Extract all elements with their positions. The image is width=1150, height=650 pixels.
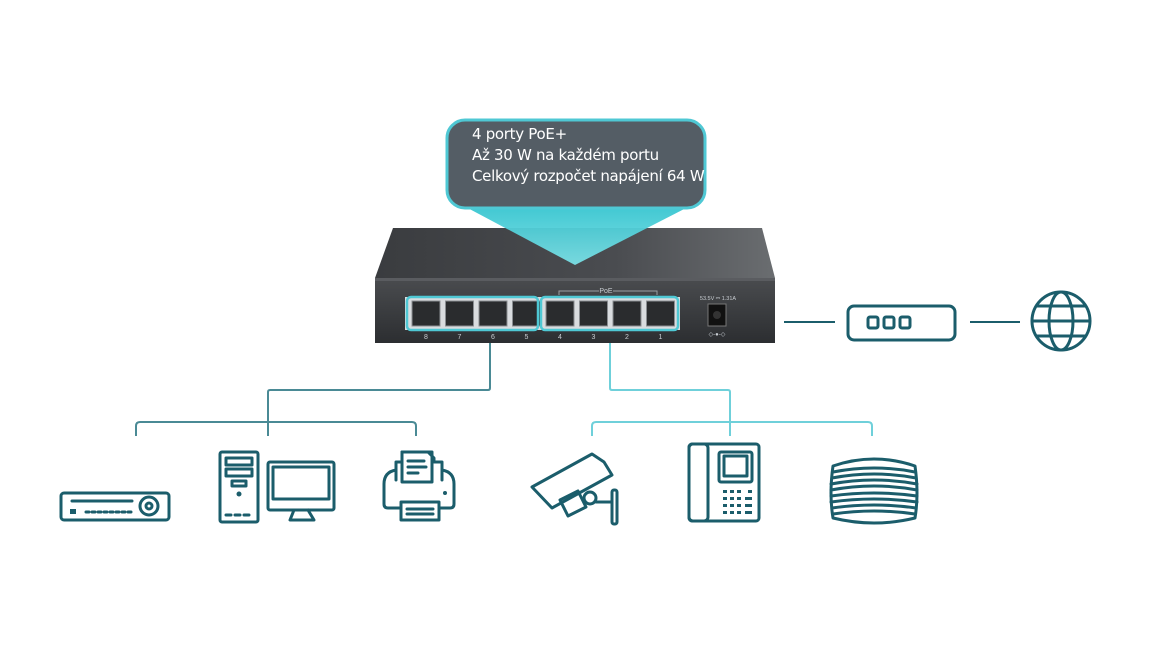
desktop-pc-icon <box>218 450 336 524</box>
ethernet-port-3 <box>579 300 608 327</box>
nvr-icon <box>59 491 171 522</box>
port-number-label: 7 <box>458 334 462 341</box>
router-icon <box>846 304 957 342</box>
ethernet-port-8 <box>411 300 441 327</box>
network-switch: 8 7 6 5 4 3 2 1 PoE 53.5V ⎓ 1.31A ◇-●-◇ <box>375 228 775 343</box>
ethernet-port-1 <box>646 300 675 327</box>
ethernet-port-6 <box>478 300 508 327</box>
callout-line-power-budget: Celkový rozpočet napájení 64 W <box>472 167 705 185</box>
non-poe-port-highlight <box>405 295 540 332</box>
non-poe-connections <box>135 343 491 436</box>
port-number-label: 6 <box>491 334 495 341</box>
poe-port-highlight <box>539 295 680 332</box>
polarity-icon: ◇-●-◇ <box>709 332 726 338</box>
port-number-label: 5 <box>525 334 529 341</box>
poe-connections <box>591 343 873 436</box>
port-number-label: 8 <box>424 334 428 341</box>
port-number-label: 1 <box>659 334 663 341</box>
ip-camera-icon <box>530 452 619 526</box>
ip-phone-icon <box>687 442 761 523</box>
ethernet-port-2 <box>612 300 642 327</box>
port-number-label: 3 <box>592 334 596 341</box>
ethernet-port-5 <box>512 300 541 327</box>
ethernet-port-7 <box>445 300 474 327</box>
internet-globe-icon <box>1030 290 1092 352</box>
callout-line-poe-ports: 4 porty PoE+ <box>472 125 567 143</box>
port-number-label: 2 <box>625 334 629 341</box>
callout-pointer <box>462 205 692 265</box>
poe-label: PoE <box>599 288 613 295</box>
ethernet-port-4 <box>545 300 575 327</box>
callout-text: 4 porty PoE+ Až 30 W na každém portu Cel… <box>472 124 705 187</box>
access-point-icon <box>829 457 919 525</box>
port-number-label: 4 <box>558 334 562 341</box>
ports: 8 7 6 5 4 3 2 1 <box>411 300 675 341</box>
power-rating-label: 53.5V ⎓ 1.31A <box>700 296 737 302</box>
callout-box <box>445 118 707 210</box>
callout-line-per-port-power: Až 30 W na každém portu <box>472 146 659 164</box>
printer-icon <box>382 450 456 522</box>
